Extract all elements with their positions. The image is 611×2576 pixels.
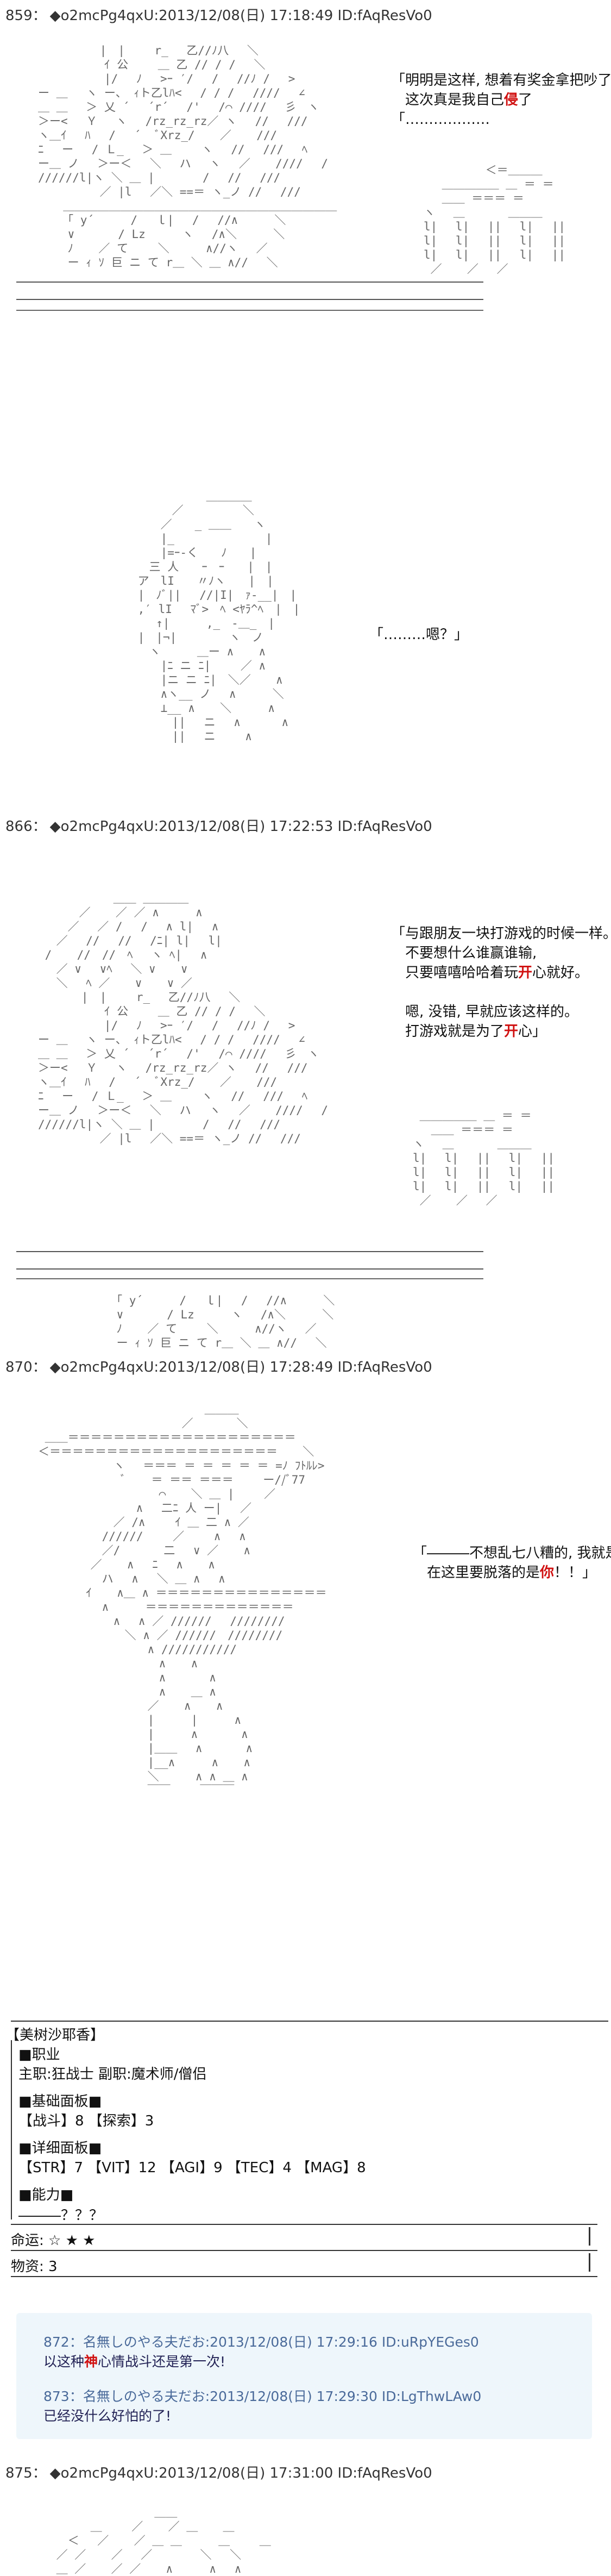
speech-emphasis: 开 (504, 1023, 519, 1040)
post-number: 875： (5, 2465, 47, 2481)
ascii-art-859-right: ＜＝＿＿＿ ＿＿＿＿＿ ＿ ＝ ＝ ＿＿ ＝＝＝ ＝ ヽ ＿ ＿＿＿ l| l|… (424, 164, 566, 276)
status-top-rule (11, 2021, 608, 2022)
speech-line: 这次真是我自己 (391, 92, 505, 108)
status-rule (11, 2276, 597, 2277)
speech-line: 打游戏就是为了 (391, 1023, 505, 1040)
status-name: 【美树沙耶香】 (5, 2027, 105, 2043)
post-header-875: 875：◆o2mcPg4qxU:2013/12/08(日) 17:31:00 I… (5, 2462, 432, 2482)
status-items: 物资: 3 (11, 2259, 58, 2275)
speech-line: 只要嘻嘻哈哈着玩 (391, 965, 519, 981)
status-basic-header: ■基础面板■ (18, 2093, 102, 2110)
post-meta: ◆o2mcPg4qxU:2013/12/08(日) 17:28:49 ID:fA… (49, 1359, 432, 1375)
speech-emphasis: 你 (540, 1565, 555, 1581)
status-detail: 【STR】7 【VIT】12 【AGI】9 【TEC】4 【MAG】8 (18, 2160, 366, 2176)
ascii-art-866: ＿＿ ＿＿＿＿ ／ ／ ／ ∧ ∧ ／ ／ / / ∧ l| ∧ ／ // //… (38, 892, 329, 1145)
comment-text-part: 以这种 (43, 2354, 85, 2369)
comment-meta: 872：名無しのやる夫だお:2013/12/08(日) 17:29:16 ID:… (43, 2334, 479, 2350)
status-rule (11, 2224, 597, 2225)
post-number: 859： (5, 8, 47, 24)
speech-line: 「……………… (391, 111, 611, 128)
status-left-rule (11, 2040, 12, 2219)
speech-870: 「―――不想乱七八糟的, 我就是 在这里要脱落的是你！！」 (413, 1543, 611, 1583)
speech-line: 了 (518, 92, 533, 108)
speech-line: ！！」 (554, 1565, 597, 1581)
comment-emphasis: 神 (84, 2354, 98, 2369)
post-header-870: 870：◆o2mcPg4qxU:2013/12/08(日) 17:28:49 I… (5, 1356, 432, 1376)
status-end-bar (589, 2253, 590, 2272)
speech-line: 在这里要脱落的是 (413, 1565, 540, 1581)
speech-859-b: 「………嗯？」 (369, 627, 469, 643)
ascii-art-866-right: ＿＿＿＿＿ ＿ ＝ ＝ ＿＿ ＝＝＝ ＝ ヽ ＿ ＿＿＿ l| l| || l|… (413, 1109, 555, 1207)
status-job-header: ■职业 (18, 2047, 60, 2063)
comment-meta: 873：名無しのやる夫だお:2013/12/08(日) 17:29:30 ID:… (43, 2389, 482, 2404)
desk-line (16, 1278, 483, 1279)
speech-line: 嗯, 没错, 早就应该这样的。 (391, 1004, 579, 1020)
ascii-art-870: ＿＿＿ ／ ＼ ＿＿＝＝＝＝＝＝＝＝＝＝＝＝＝＝＝＝＝＝＝＝ ＜＝＝＝＝＝＝＝＝… (38, 1403, 327, 1797)
speech-859: 「明明是这样, 想着有奖金拿把吵了 这次真是我自己侵了 「……………… (391, 71, 611, 129)
ascii-art-859-figure: ＿＿＿＿ ／ ＼ ／ _ ＿＿ ヽ |_ | |=ｰ-く ﾉ | 三 人 ｰ ｰ… (137, 490, 300, 743)
desk-edge (16, 1251, 483, 1270)
ascii-art-859: | | r_ 乙//ﾉ八 ＼ ｲ 公 ＿ 乙 // / / ＼ |/ ﾉ >ｰ … (38, 44, 337, 269)
status-detail-header: ■详细面板■ (18, 2140, 102, 2156)
post-meta: ◆o2mcPg4qxU:2013/12/08(日) 17:31:00 ID:fA… (49, 2465, 432, 2481)
speech-line: 「明明是这样, 想着有奖金拿把吵了 (391, 72, 611, 89)
speech-line: 「与跟朋友一块打游戏的时候一样。 (391, 926, 611, 942)
status-end-bar (589, 2227, 590, 2246)
ascii-art-866-bottom: ｢ y´ / ｌ| / //∧ ＼ ∨ / Lz ヽ /∧＼ ＼ ﾉ ／ て ＼… (116, 1294, 335, 1349)
status-ability: ―――？？？ (18, 2208, 104, 2224)
ascii-art-875: ＿＿ ＿ ／ ／ ＿ ＿ ＜ ／ ／ ＿ ＿ ＿ ＿ ／ ／ ／ ／ ＼ ＼ ＿… (56, 2506, 271, 2575)
speech-emphasis: 侵 (504, 92, 519, 108)
reader-comments: 872：名無しのやる夫だお:2013/12/08(日) 17:29:16 ID:… (16, 2313, 592, 2439)
status-rule (11, 2250, 597, 2251)
status-job: 主职:狂战士 副职:魔术师/僧侣 (18, 2066, 207, 2083)
comment-text-part: 心情战斗还是第一次! (98, 2354, 226, 2369)
desk-line (16, 310, 483, 311)
speech-line: 「―――不想乱七八糟的, 我就是 (413, 1545, 611, 1561)
comment-text: 已经没什么好怕的了! (43, 2408, 172, 2424)
speech-line: 心就好。 (532, 965, 589, 981)
post-header-866: 866：◆o2mcPg4qxU:2013/12/08(日) 17:22:53 I… (5, 815, 432, 835)
status-sheet: 【美树沙耶香】 ■职业 主职:狂战士 副职:魔术师/僧侣 ■基础面板■ 【战斗】… (5, 2021, 608, 2292)
speech-866: 「与跟朋友一块打游戏的时候一样。 不要想什么谁赢谁输, 只要嘻嘻哈哈着玩开心就好… (391, 924, 611, 1041)
status-ability-header: ■能力■ (18, 2187, 74, 2203)
desk-edge (16, 282, 483, 300)
post-number: 866： (5, 818, 47, 835)
speech-line: 不要想什么谁赢谁输, (391, 945, 537, 961)
status-luck: 命运: ☆ ★ ★ (11, 2233, 96, 2249)
post-header-859: 859：◆o2mcPg4qxU:2013/12/08(日) 17:18:49 I… (5, 4, 432, 24)
post-meta: ◆o2mcPg4qxU:2013/12/08(日) 17:22:53 ID:fA… (49, 818, 432, 835)
status-basic: 【战斗】8 【探索】3 (18, 2113, 154, 2129)
speech-emphasis: 开 (518, 965, 533, 981)
post-meta: ◆o2mcPg4qxU:2013/12/08(日) 17:18:49 ID:fA… (49, 8, 432, 24)
speech-line: 心」 (518, 1023, 547, 1040)
comment-text: 以这种神心情战斗还是第一次! (43, 2351, 225, 2371)
post-number: 870： (5, 1359, 47, 1375)
